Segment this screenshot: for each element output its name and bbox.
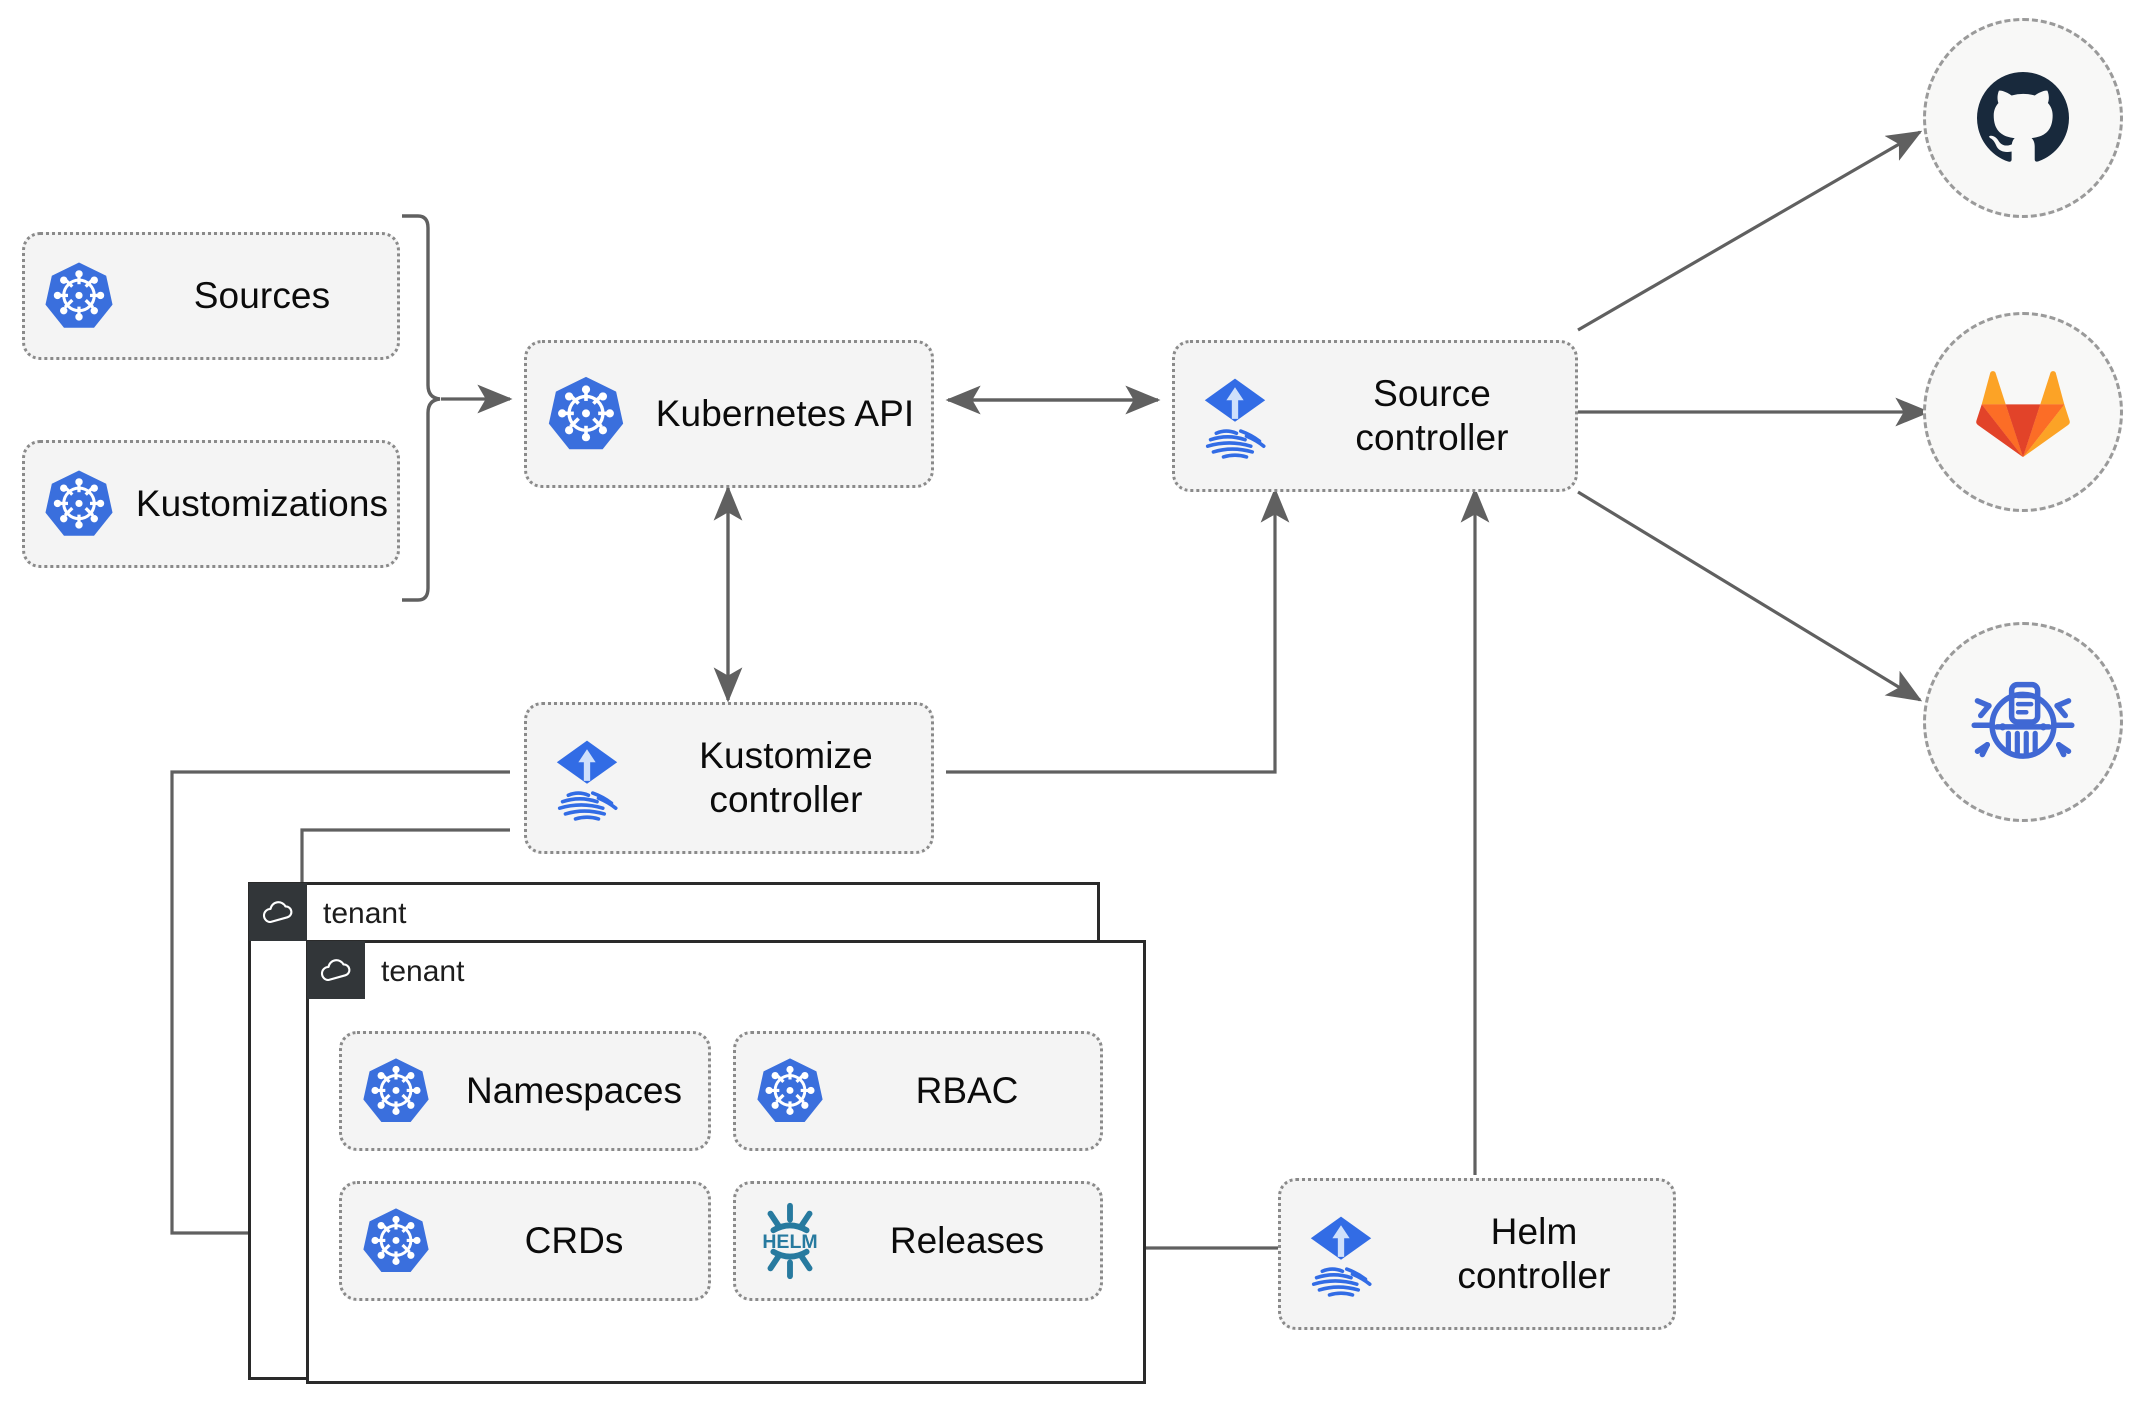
tenant-back-label: tenant (323, 897, 407, 930)
svg-text:HELM: HELM (762, 1231, 817, 1253)
tenant-resource-rbac-label: RBAC (915, 1070, 1019, 1111)
node-helm-controller-label: Helm controller (1401, 1210, 1673, 1297)
kustomize-controller-line2: controller (709, 779, 863, 820)
kubernetes-icon (25, 467, 133, 541)
node-kustomize-controller[interactable]: Kustomize controller (524, 702, 934, 854)
kustomize-controller-line1: Kustomize (699, 735, 873, 777)
helm-icon: HELM (736, 1202, 844, 1280)
gitlab-icon (1976, 371, 2070, 458)
flux-icon (527, 732, 647, 824)
node-helm-controller[interactable]: Helm controller (1278, 1178, 1676, 1330)
edge-source-to-harbor (1577, 490, 1923, 702)
tenant-resource-releases[interactable]: HELM Releases (733, 1181, 1103, 1301)
node-source-controller[interactable]: Source controller (1172, 340, 1578, 492)
source-controller-line2: controller (1355, 417, 1509, 458)
tenant-resource-rbac[interactable]: RBAC (733, 1031, 1103, 1151)
tenant-resource-namespaces[interactable]: Namespaces (339, 1031, 711, 1151)
group-brace (402, 214, 441, 602)
flux-icon (1175, 370, 1295, 462)
kubernetes-icon (527, 373, 645, 455)
registry-github[interactable] (1923, 18, 2123, 218)
tenant-resource-crds[interactable]: CRDs (339, 1181, 711, 1301)
node-kubernetes-api-label: Kubernetes API (655, 393, 915, 435)
github-icon (1977, 72, 2069, 162)
node-kubernetes-api[interactable]: Kubernetes API (524, 340, 934, 488)
node-kustomize-controller-label: Kustomize controller (647, 734, 931, 821)
kubernetes-icon (342, 1205, 450, 1277)
cloud-icon (249, 883, 307, 941)
tenant-front-tab (307, 941, 365, 999)
harbor-icon (1971, 681, 2075, 759)
kubernetes-icon (25, 259, 133, 333)
node-source-controller-label: Source controller (1295, 372, 1575, 459)
tenant-resource-crds-label: CRDs (524, 1220, 624, 1261)
registry-harbor[interactable] (1923, 622, 2123, 822)
helm-controller-line2: controller (1457, 1255, 1611, 1296)
flux-icon (1281, 1208, 1401, 1300)
node-sources[interactable]: Sources (22, 232, 400, 360)
tenant-back-tab (249, 883, 307, 941)
registry-gitlab[interactable] (1923, 312, 2123, 512)
kubernetes-icon (736, 1055, 844, 1127)
edge-kustomize-to-source (946, 487, 1290, 774)
source-controller-line1: Source (1373, 373, 1491, 415)
node-sources-label: Sources (193, 275, 331, 317)
helm-controller-line1: Helm (1490, 1211, 1578, 1253)
cloud-icon (307, 941, 365, 999)
tenant-resource-namespaces-label: Namespaces (466, 1070, 682, 1111)
edge-source-to-github (1577, 130, 1923, 332)
node-kustomizations[interactable]: Kustomizations (22, 440, 400, 568)
tenant-resource-releases-label: Releases (889, 1220, 1045, 1261)
kubernetes-icon (342, 1055, 450, 1127)
tenant-front-label: tenant (381, 955, 465, 988)
node-kustomizations-label: Kustomizations (135, 483, 389, 525)
tenant-container-front[interactable]: tenant (306, 940, 1146, 1384)
